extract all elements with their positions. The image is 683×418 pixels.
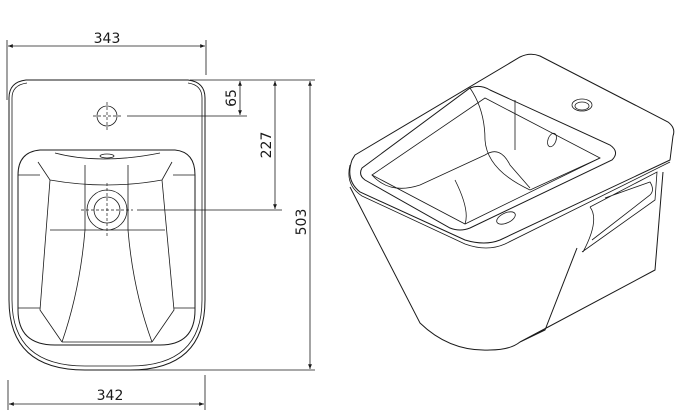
rim-outline bbox=[349, 53, 675, 244]
basin-outline bbox=[17, 149, 196, 346]
width-extension-lines bbox=[6, 40, 207, 410]
dim-tap-hole-offset: 65 bbox=[224, 89, 240, 107]
dim-total-depth: 503 bbox=[294, 209, 310, 236]
drain bbox=[496, 211, 516, 225]
dimensions: 343 342 65 227 503 bbox=[6, 31, 315, 410]
basin-contours bbox=[371, 87, 601, 225]
dim-bottom-width: 342 bbox=[97, 388, 124, 404]
dim-drain-offset: 227 bbox=[259, 132, 275, 159]
drain-centerlines bbox=[81, 183, 133, 236]
basin-floor-contours bbox=[50, 165, 165, 343]
tap-hole bbox=[96, 105, 118, 127]
isometric-view bbox=[348, 53, 675, 351]
basin-inner bbox=[360, 85, 616, 231]
rim-inner-edge bbox=[11, 82, 203, 367]
basin-contours bbox=[18, 152, 195, 343]
overflow-slot bbox=[99, 153, 115, 159]
overflow-hole bbox=[547, 132, 557, 148]
rim-lower-edge bbox=[348, 161, 671, 249]
wall-mount-cutout bbox=[581, 171, 658, 253]
top-view bbox=[8, 79, 206, 371]
depth-extension-lines bbox=[110, 79, 315, 371]
tap-hole bbox=[571, 98, 593, 112]
tap-hole-inner bbox=[574, 101, 590, 111]
basin-inner-edge bbox=[371, 97, 601, 225]
dim-top-width: 343 bbox=[94, 31, 121, 47]
body-outline bbox=[349, 171, 664, 351]
